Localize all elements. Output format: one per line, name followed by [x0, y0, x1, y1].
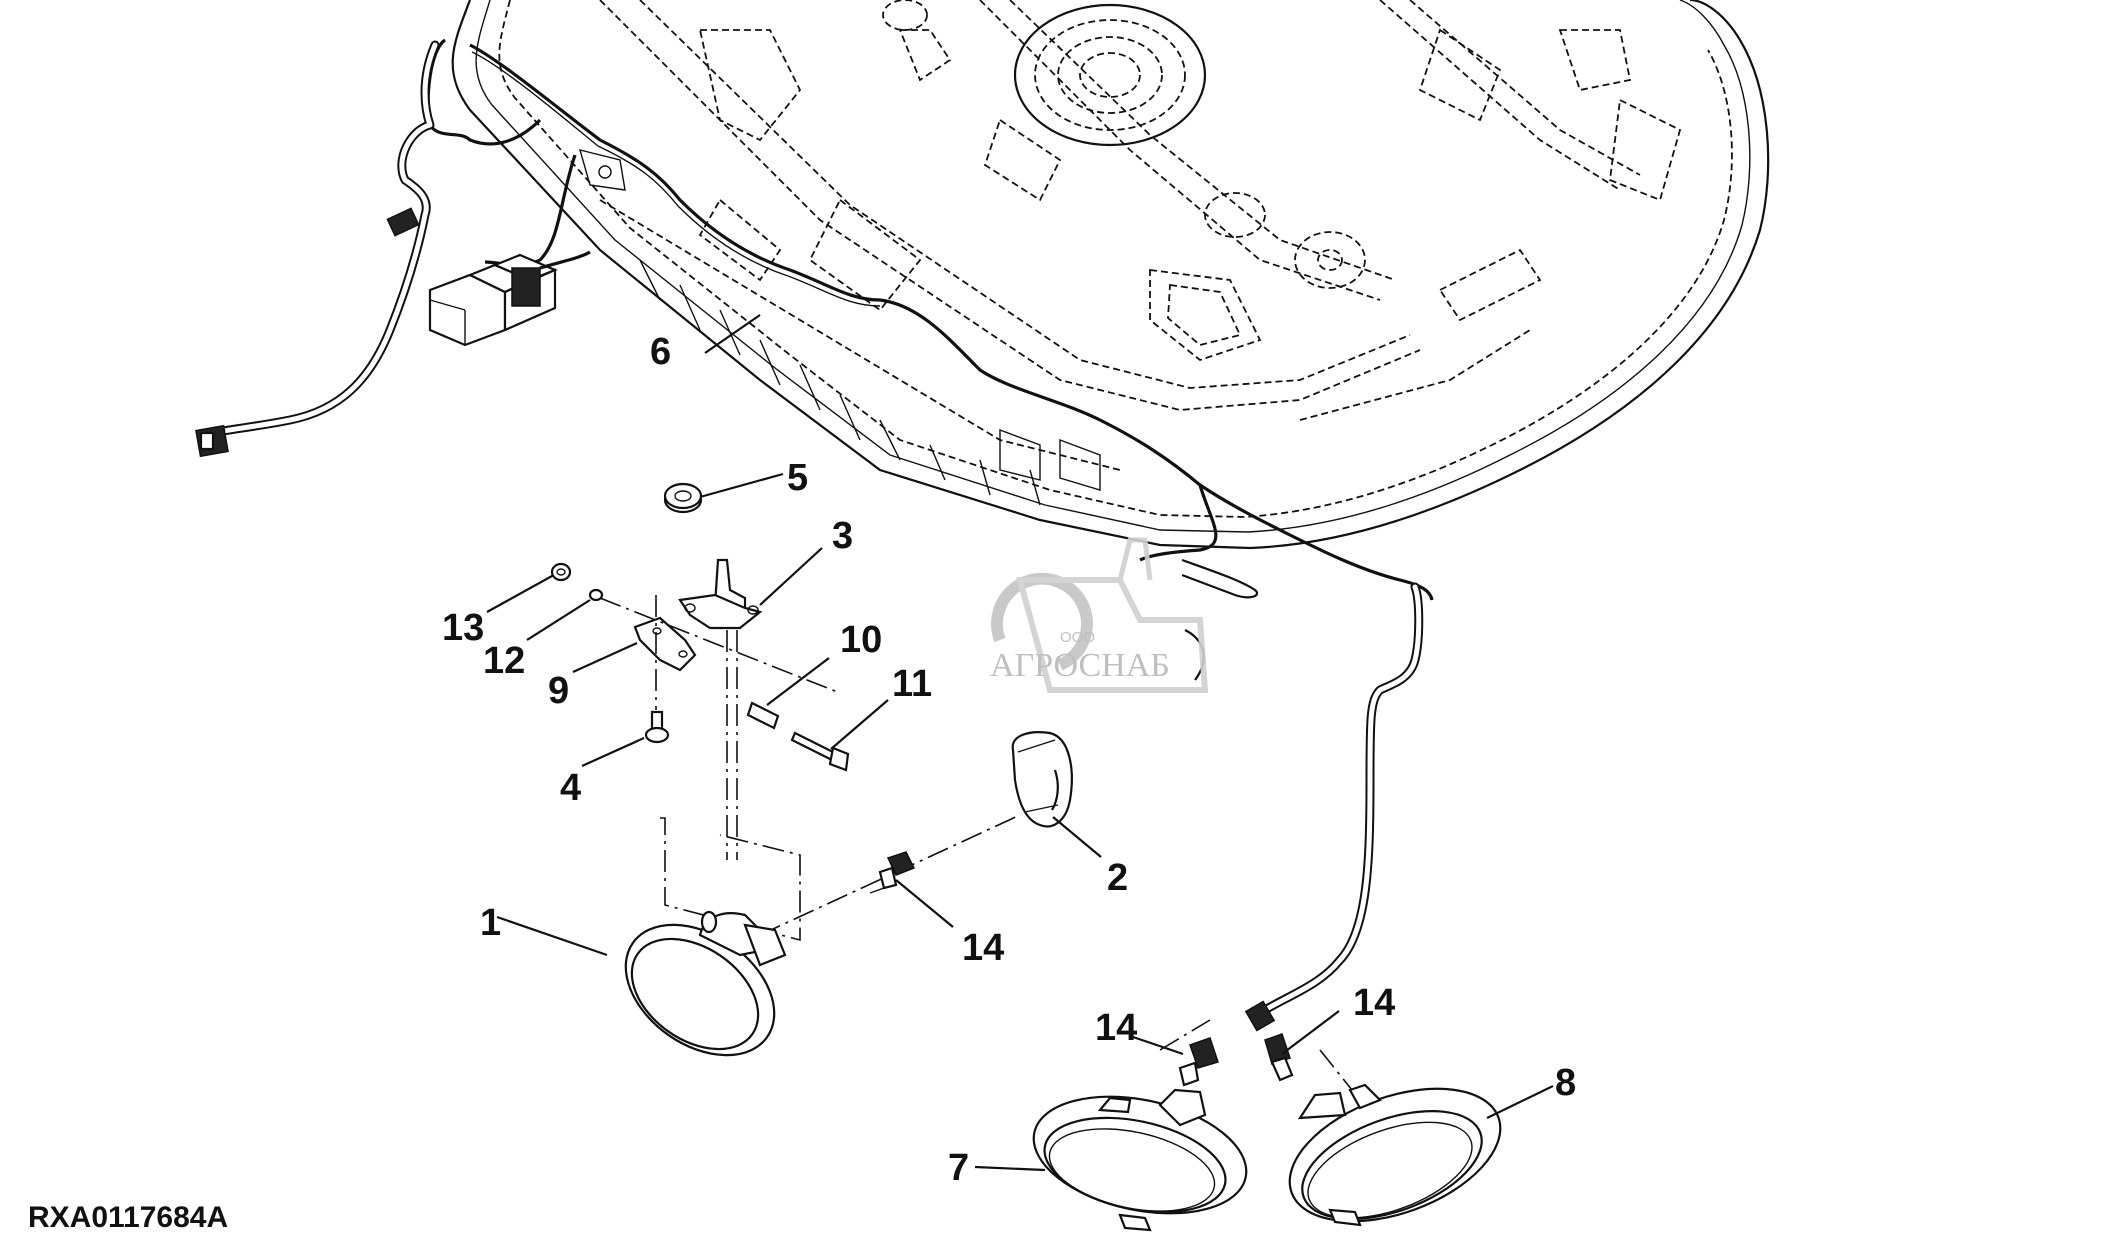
watermark-name: АГРОСНАБ [990, 647, 1170, 684]
callout-14-upper: 14 [962, 927, 1004, 969]
callout-8: 8 [1555, 1062, 1576, 1104]
bulb-lower-left [1178, 1037, 1219, 1087]
callout-11: 11 [892, 663, 932, 705]
wiring-harness [426, 38, 1434, 601]
callout-6: 6 [650, 331, 671, 373]
callout-13: 13 [442, 607, 484, 649]
callout-12: 12 [483, 640, 525, 682]
callout-1: 1 [480, 902, 501, 944]
lamp-bracket-clamp [633, 616, 697, 672]
callout-4: 4 [560, 767, 581, 809]
work-lamp-left [624, 910, 787, 1057]
callout-9: 9 [548, 670, 569, 712]
bulb-lower-right [1264, 1033, 1294, 1082]
flange-bolt [644, 710, 670, 744]
callout-labels: 6 5 3 13 12 9 4 10 11 2 14 1 14 14 8 7 [442, 331, 1576, 1189]
lamp-feed-hose [1244, 582, 1424, 1032]
washer [588, 588, 604, 602]
callout-14-lower-left: 14 [1095, 1007, 1137, 1049]
grommet [663, 482, 703, 514]
mounting-bracket [678, 558, 763, 630]
callout-3: 3 [832, 515, 853, 557]
leader-lines [486, 314, 1554, 1172]
watermark-logo: ООО АГРОСНАБ [990, 537, 1209, 693]
callout-5: 5 [787, 457, 808, 499]
assembly-centerlines [599, 595, 1361, 1101]
callout-14-lower-right: 14 [1353, 982, 1395, 1024]
watermark-prefix: ООО [1060, 629, 1095, 646]
work-lamp-right [1288, 1083, 1502, 1227]
callout-7: 7 [948, 1147, 969, 1189]
bulb-upper-left [869, 851, 916, 894]
callout-2: 2 [1107, 857, 1128, 899]
relay-block [428, 250, 591, 347]
lamp-bulb-cover [1011, 731, 1073, 828]
spacer-bushing [746, 701, 780, 730]
cab-roof-structure [451, 0, 1770, 550]
work-lamp-center [1032, 1088, 1248, 1232]
callout-10: 10 [840, 619, 882, 661]
harness-left-branch [195, 40, 440, 458]
figure-id-label: RXA0117684A [28, 1201, 228, 1234]
cap-screw [790, 731, 850, 772]
lock-nut [550, 562, 572, 582]
